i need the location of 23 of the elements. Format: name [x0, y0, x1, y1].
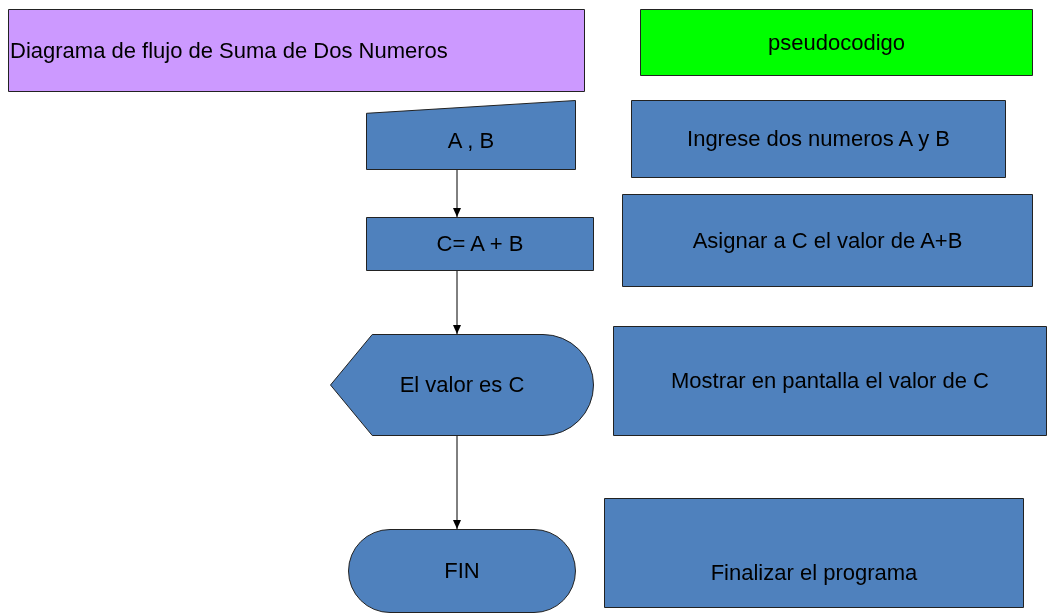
title-box [8, 9, 585, 92]
pseudocode-box [622, 194, 1033, 287]
node-text: Finalizar el programa [710, 559, 918, 587]
node-text: A , B [447, 127, 495, 155]
arrow [453, 169, 461, 218]
node-text: FIN [444, 557, 480, 585]
node-text: El valor es C [399, 371, 525, 399]
node-text: Diagrama de flujo de Suma de Dos Numeros [10, 36, 448, 65]
pseudocode-box [613, 326, 1047, 436]
node-text: Asignar a C el valor de A+B [692, 226, 963, 255]
node-text: Mostrar en pantalla el valor de C [671, 367, 989, 395]
manual-input-shape [366, 100, 576, 170]
node-text: Ingrese dos numeros A y B [687, 125, 950, 153]
heading-box [640, 9, 1033, 76]
pseudocode-box [631, 100, 1006, 178]
terminator-shape [348, 529, 576, 613]
arrow [453, 435, 461, 530]
node-text: pseudocodigo [768, 29, 905, 57]
node-text: C= A + B [436, 230, 524, 258]
arrow [453, 270, 461, 335]
process-box [366, 217, 594, 271]
pseudocode-box [604, 498, 1024, 608]
display-shape [330, 334, 594, 436]
